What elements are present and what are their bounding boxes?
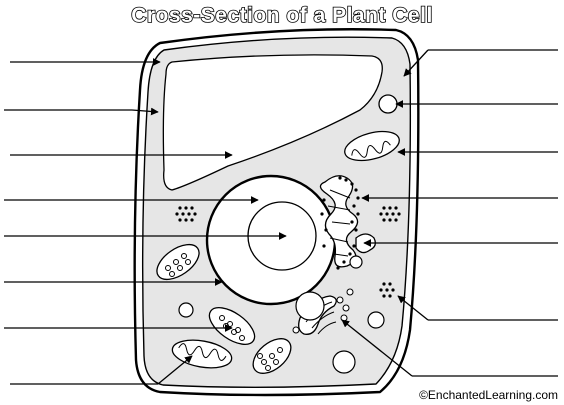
mitochondrion	[344, 130, 400, 162]
label-pointer-left-2	[131, 107, 159, 116]
credit-text: ©EnchantedLearning.com	[419, 388, 558, 402]
chloroplast-bottom	[252, 338, 292, 374]
vesicle	[332, 350, 356, 374]
vesicle	[295, 291, 325, 321]
ribosome-dots	[320, 176, 362, 270]
vesicle	[178, 302, 194, 318]
central-vacuole	[162, 54, 383, 191]
label-pointer-right-7	[341, 319, 413, 377]
label-pointer-left-8	[157, 355, 193, 385]
vesicle	[349, 255, 363, 269]
label-pointer-right-1	[403, 49, 429, 77]
vesicle	[367, 311, 385, 329]
left-label-lines	[4, 58, 287, 385]
ribosomes-lower-right	[379, 282, 395, 298]
label-pointer-right-6	[397, 295, 429, 321]
diagram-title: Cross-Section of a Plant Cell	[131, 4, 433, 27]
right-label-lines	[341, 49, 558, 377]
small-vacuole	[378, 94, 398, 114]
ribosomes-left	[175, 206, 197, 222]
ribosomes-right	[379, 206, 401, 222]
chloroplast-left	[156, 243, 200, 281]
